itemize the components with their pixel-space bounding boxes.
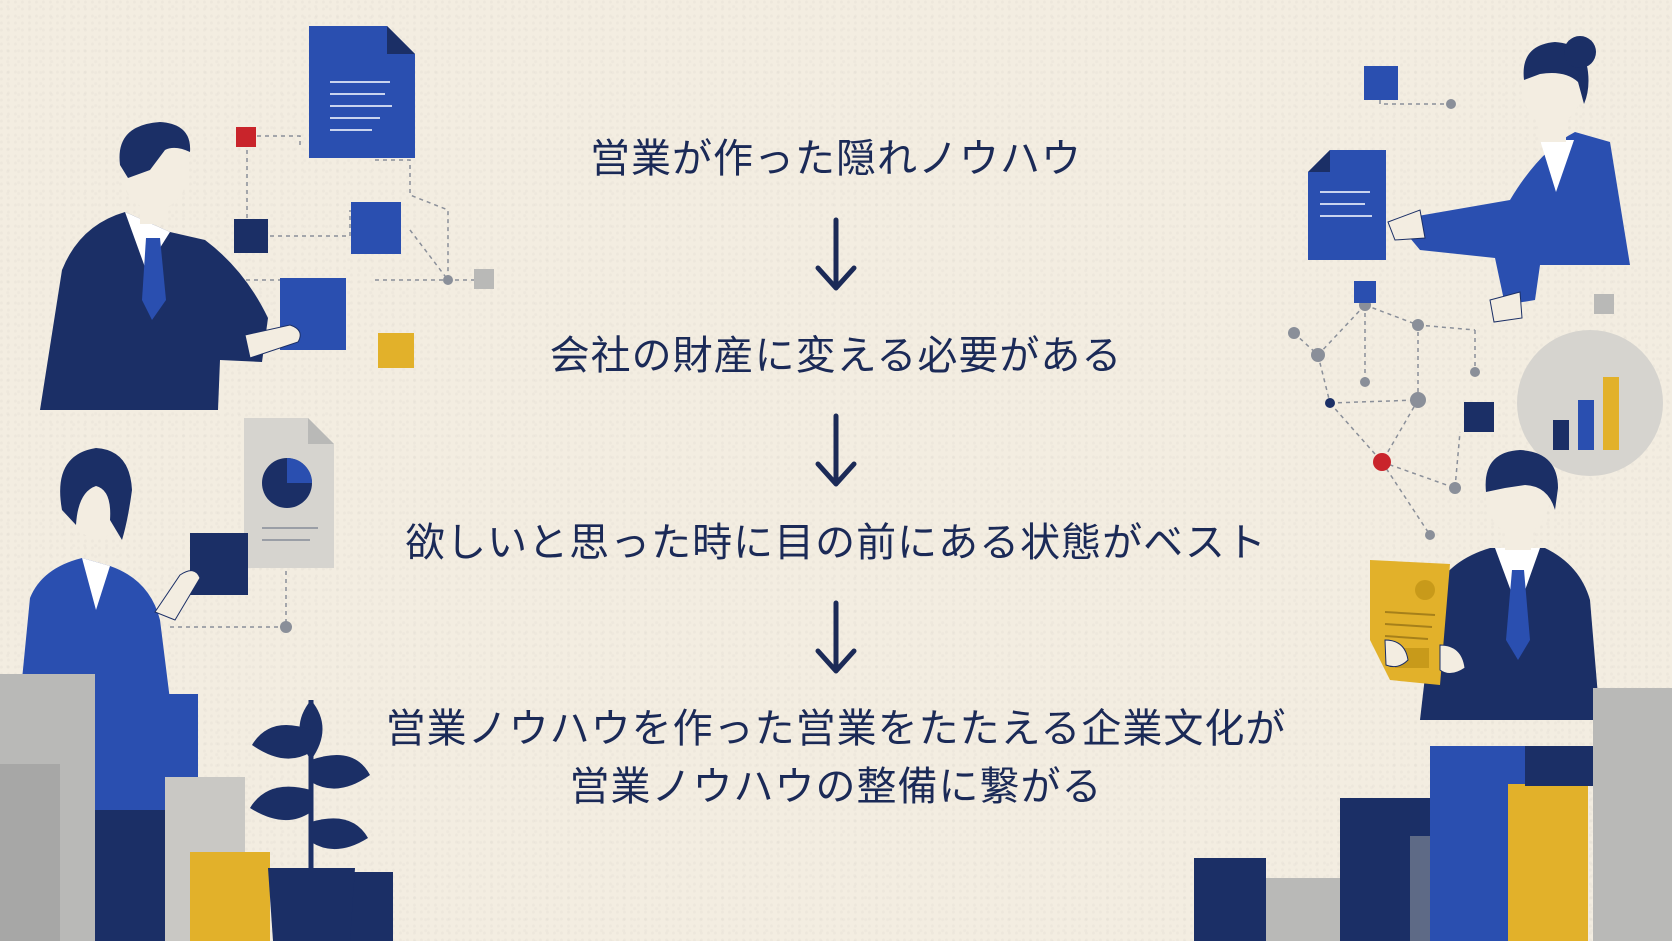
- flow-step-4-line-1: 営業ノウハウを作った営業をたたえる企業文化が: [385, 706, 1287, 752]
- down-arrow-icon: [815, 217, 857, 291]
- plant-icon: [250, 700, 370, 941]
- down-arrow-icon: [815, 413, 857, 487]
- flow-step-2: 会社の財産に変える必要がある: [549, 333, 1123, 379]
- flow-step-3: 欲しいと思った時に目の前にある状態がベスト: [405, 520, 1267, 566]
- bottom-left-blocks: [0, 674, 393, 941]
- down-arrow-icon: [815, 600, 857, 674]
- bar-chart-icon: [1517, 330, 1663, 476]
- man-figure-top-left: [40, 122, 346, 410]
- woman-figure-top-right: [1387, 36, 1630, 323]
- document-icon: [309, 26, 415, 158]
- bottom-right-blocks: [1194, 688, 1672, 941]
- woman-figure-left: [20, 448, 201, 700]
- flow-step-4-line-2: 営業ノウハウの整備に繋がる: [569, 764, 1103, 810]
- network-icon-right: [1288, 281, 1614, 540]
- certificate-icon: [1370, 560, 1466, 685]
- flow-step-1: 営業が作った隠れノウハウ: [590, 136, 1082, 182]
- document-icon-right: [1308, 150, 1386, 260]
- flow-step-4: 営業ノウハウを作った営業をたたえる企業文化が 営業ノウハウの整備に繋がる: [336, 700, 1336, 816]
- pie-chart-icon: [244, 418, 334, 568]
- man-figure-bottom-right: [1420, 450, 1600, 720]
